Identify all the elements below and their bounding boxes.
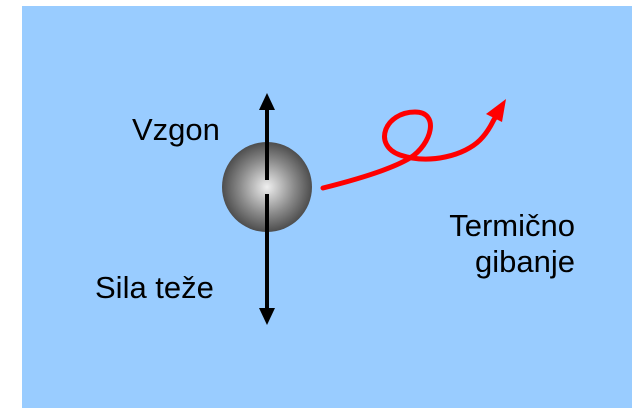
thermal-motion-label: Termično gibanje	[415, 208, 575, 279]
thermal-motion-path	[320, 99, 506, 191]
buoyancy-arrow	[259, 93, 275, 180]
thermal-motion-label-line2: gibanje	[475, 243, 575, 279]
background-panel	[22, 6, 632, 408]
buoyancy-label: Vzgon	[132, 112, 220, 147]
particle-sphere	[222, 142, 312, 232]
thermal-motion-label-line1: Termično	[449, 208, 575, 243]
gravity-arrow	[259, 194, 275, 325]
gravity-label: Sila teže	[95, 270, 214, 305]
